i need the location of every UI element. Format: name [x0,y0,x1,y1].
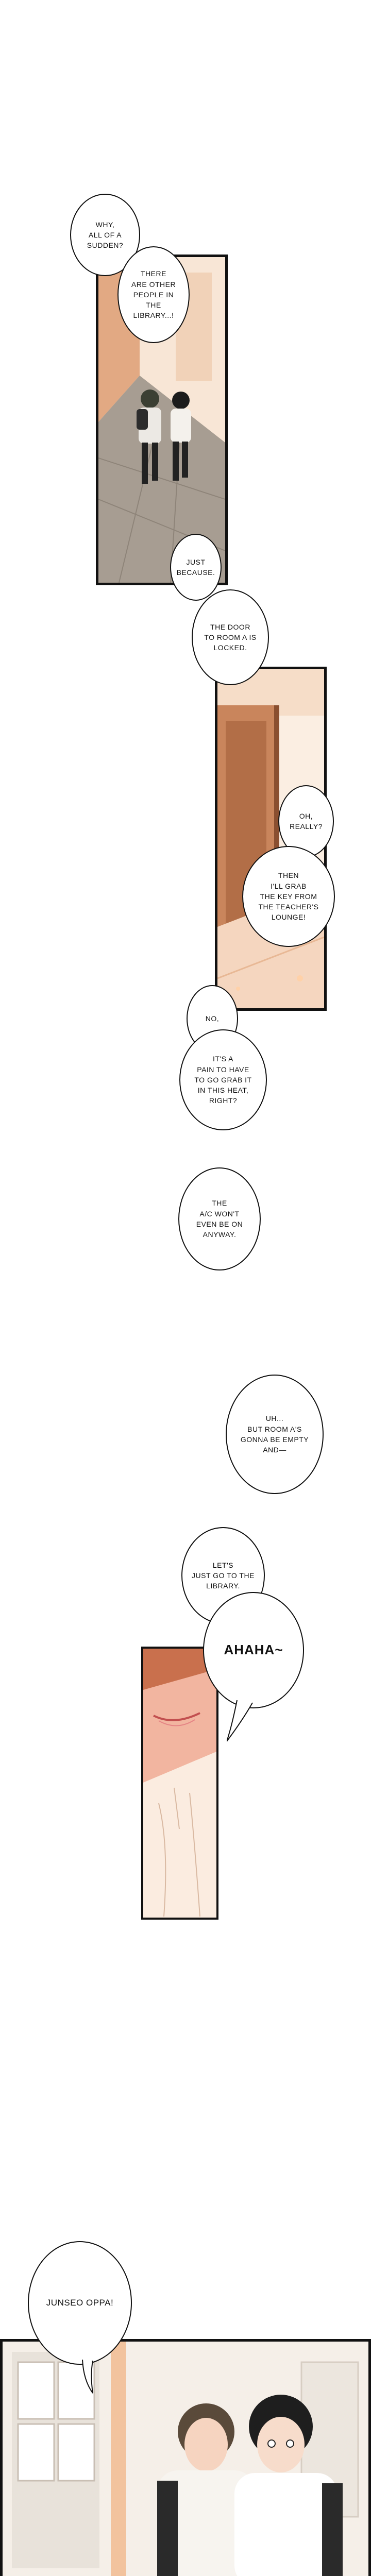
face-closeup-scene [143,1649,216,1918]
speech-bubble-grab-key: THEN I'LL GRAB THE KEY FROM THE TEACHER'… [242,846,335,947]
speech-bubble-door-locked: THE DOOR TO ROOM A IS LOCKED. [192,589,269,685]
speech-bubble-ac-wont: THE A/C WON'T EVEN BE ON ANYWAY. [178,1167,261,1270]
student-left-classroom [157,2403,255,2576]
speech-bubble-room-empty: UH... BUT ROOM A'S GONNA BE EMPTY AND— [226,1375,324,1494]
speech-bubble-pain-to-grab: IT'S A PAIN TO HAVE TO GO GRAB IT IN THI… [179,1029,267,1130]
student-right-classroom [234,2395,343,2576]
speech-bubble-oh-really: OH, REALLY? [278,785,334,857]
student-right [171,392,191,481]
student-left [137,389,161,484]
panel-classroom [0,2339,371,2576]
speech-bubble-just-because: JUST BECAUSE. [170,534,222,601]
classroom-scene [3,2342,368,2576]
speech-bubble-ahaha: AHAHA~ [203,1592,304,1708]
panel-face [141,1647,218,1920]
bubble-tail-ahaha [227,1700,253,1742]
speech-bubble-other-people: THERE ARE OTHER PEOPLE IN THE LIBRARY...… [117,246,190,343]
bubble-tail-junseo [82,2360,93,2394]
speech-bubble-junseo-oppa: JUNSEO OPPA! [28,2241,132,2365]
